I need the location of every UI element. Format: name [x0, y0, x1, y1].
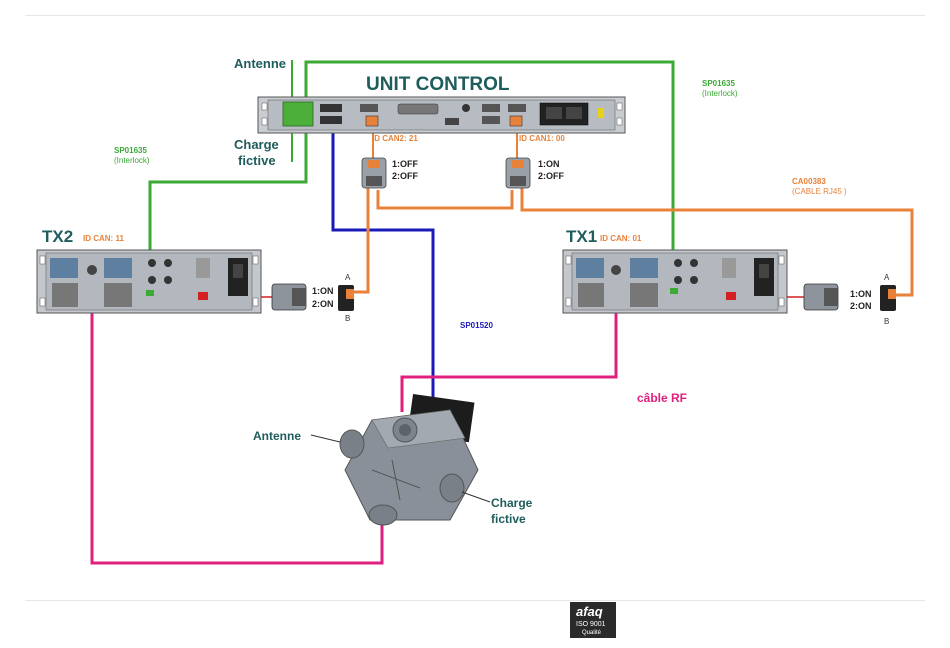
tx2-rack [37, 250, 261, 313]
tx1-title: TX1 [566, 228, 597, 245]
afaq-brand: afaq [576, 605, 603, 618]
tx1-pin-a: A [884, 274, 889, 282]
tx2-pin-b: B [345, 315, 350, 323]
conn-right-s1: 1:ON [538, 160, 560, 169]
tx1-switch-1: 1:ON [850, 290, 872, 299]
interlock-left-label: (Interlock) [114, 157, 150, 165]
charge-switch-label-1: Charge [491, 497, 532, 509]
antenne-switch-label: Antenne [253, 430, 301, 442]
cable-rf-label: câble RF [637, 392, 687, 404]
sp01520-label: SP01520 [460, 322, 493, 330]
orange-cable-left-to-right [378, 190, 512, 208]
id-can1-label: ID CAN1: 00 [519, 135, 565, 143]
antenne-switch-pointer [311, 435, 340, 442]
charge-top-label-2: fictive [238, 154, 276, 167]
ca00383-label: CA00383 [792, 178, 826, 186]
conn-right-s2: 2:OFF [538, 172, 564, 181]
tx2-switch-1: 1:ON [312, 287, 334, 296]
charge-switch-label-2: fictive [491, 513, 526, 525]
afaq-sub: Qualité [582, 630, 601, 636]
tx2-id-can: ID CAN: 11 [83, 235, 124, 243]
tx2-pin-a: A [345, 274, 350, 282]
tx2-title: TX2 [42, 228, 73, 245]
tx1-dip-switch [880, 285, 896, 311]
tx1-id-can: ID CAN: 01 [600, 235, 641, 243]
tx1-rack [563, 250, 787, 313]
cable-rj45-label: (CABLE RJ45 ) [792, 188, 847, 196]
charge-switch-pointer [462, 492, 490, 502]
charge-top-label-1: Charge [234, 138, 279, 151]
sp01635-right-label: SP01635 [702, 80, 735, 88]
unit-control-rack [258, 97, 625, 133]
id-can2-label: ID CAN2: 21 [372, 135, 418, 143]
afaq-cert: ISO 9001 [576, 621, 606, 628]
db9-adapter-right [506, 158, 530, 188]
sp01635-left-label: SP01635 [114, 147, 147, 155]
conn-left-s1: 1:OFF [392, 160, 418, 169]
tx1-switch-2: 2:ON [850, 302, 872, 311]
tx2-db9-adapter [272, 284, 306, 310]
green-terminal-block [283, 102, 313, 126]
db9-adapter-left [362, 158, 386, 188]
unit-control-title: UNIT CONTROL [366, 75, 510, 94]
tx1-pin-b: B [884, 318, 889, 326]
tx1-db9-adapter [804, 284, 838, 310]
rf-coax-switch [340, 394, 478, 525]
rf-cable-tx2 [92, 275, 382, 563]
orange-cable-to-tx2 [353, 188, 368, 292]
conn-left-s2: 2:OFF [392, 172, 418, 181]
antenne-top-label: Antenne [234, 57, 286, 70]
tx2-switch-2: 2:ON [312, 300, 334, 309]
tx2-dip-switch [338, 285, 354, 311]
interlock-right-label: (Interlock) [702, 90, 738, 98]
